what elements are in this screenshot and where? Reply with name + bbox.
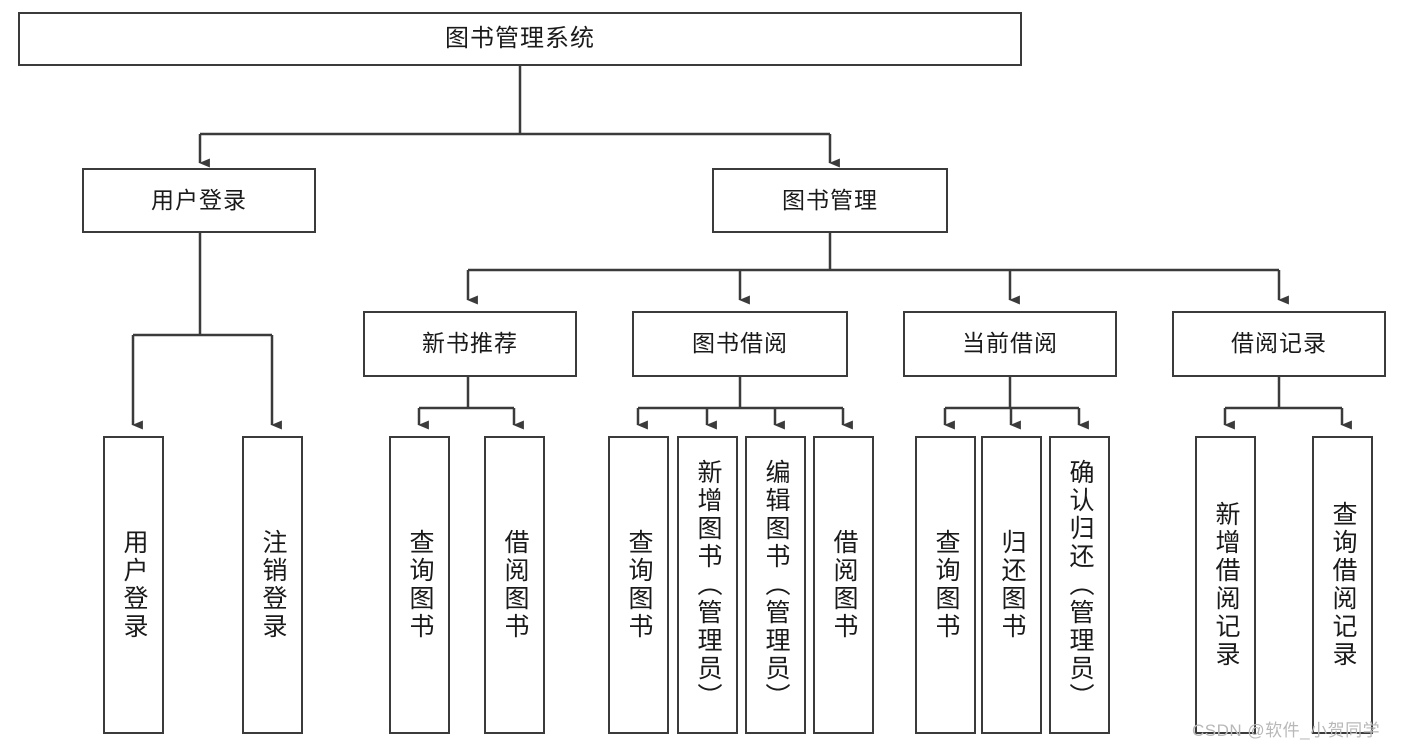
node-new-book-recommendation[interactable]: 新书推荐 — [363, 311, 577, 377]
node-current-borrowing[interactable]: 当前借阅 — [903, 311, 1117, 377]
node-label: 新增借阅记录 — [1212, 501, 1240, 669]
node-label: 查询图书 — [932, 529, 960, 641]
node-label: 查询借阅记录 — [1329, 501, 1357, 669]
node-label: 查询图书 — [406, 529, 434, 641]
leaf-book-borrow-borrow-book[interactable]: 借阅图书 — [813, 436, 874, 734]
leaf-borrow-record-add-record[interactable]: 新增借阅记录 — [1195, 436, 1256, 734]
node-label: 当前借阅 — [962, 330, 1058, 357]
node-label: 借阅图书 — [830, 529, 858, 641]
leaf-book-borrow-edit-book-admin[interactable]: 编辑图书（管理员） — [745, 436, 806, 734]
node-label: 借阅记录 — [1231, 330, 1327, 357]
leaf-new-book-borrow-book[interactable]: 借阅图书 — [484, 436, 545, 734]
csdn-watermark: CSDN @软件_小贺同学 — [1192, 721, 1381, 740]
leaf-book-borrow-add-book-admin[interactable]: 新增图书（管理员） — [677, 436, 738, 734]
leaf-current-borrow-query-book[interactable]: 查询图书 — [915, 436, 976, 734]
node-label: 确认归还（管理员） — [1066, 459, 1094, 711]
node-book-management[interactable]: 图书管理 — [712, 168, 948, 233]
leaf-user-login-login[interactable]: 用户登录 — [103, 436, 164, 734]
node-book-borrowing[interactable]: 图书借阅 — [632, 311, 848, 377]
node-label: 用户登录 — [120, 529, 148, 641]
node-label: 图书借阅 — [692, 330, 788, 357]
node-root-book-management-system[interactable]: 图书管理系统 — [18, 12, 1022, 66]
node-user-login[interactable]: 用户登录 — [82, 168, 316, 233]
node-label: 图书管理 — [782, 186, 878, 213]
node-label: 注销登录 — [259, 529, 287, 641]
leaf-user-login-logout[interactable]: 注销登录 — [242, 436, 303, 734]
node-label: 编辑图书（管理员） — [762, 459, 790, 711]
node-label: 归还图书 — [998, 529, 1026, 641]
node-label: 用户登录 — [151, 186, 247, 213]
node-label: 借阅图书 — [501, 529, 529, 641]
node-label: 图书管理系统 — [445, 24, 595, 52]
node-label: 新书推荐 — [422, 330, 518, 357]
leaf-current-borrow-return-book[interactable]: 归还图书 — [981, 436, 1042, 734]
node-borrowing-record[interactable]: 借阅记录 — [1172, 311, 1386, 377]
leaf-current-borrow-confirm-return-admin[interactable]: 确认归还（管理员） — [1049, 436, 1110, 734]
node-label: 新增图书（管理员） — [694, 459, 722, 711]
leaf-new-book-query-book[interactable]: 查询图书 — [389, 436, 450, 734]
node-label: 查询图书 — [625, 529, 653, 641]
leaf-book-borrow-query-book[interactable]: 查询图书 — [608, 436, 669, 734]
leaf-borrow-record-query-record[interactable]: 查询借阅记录 — [1312, 436, 1373, 734]
